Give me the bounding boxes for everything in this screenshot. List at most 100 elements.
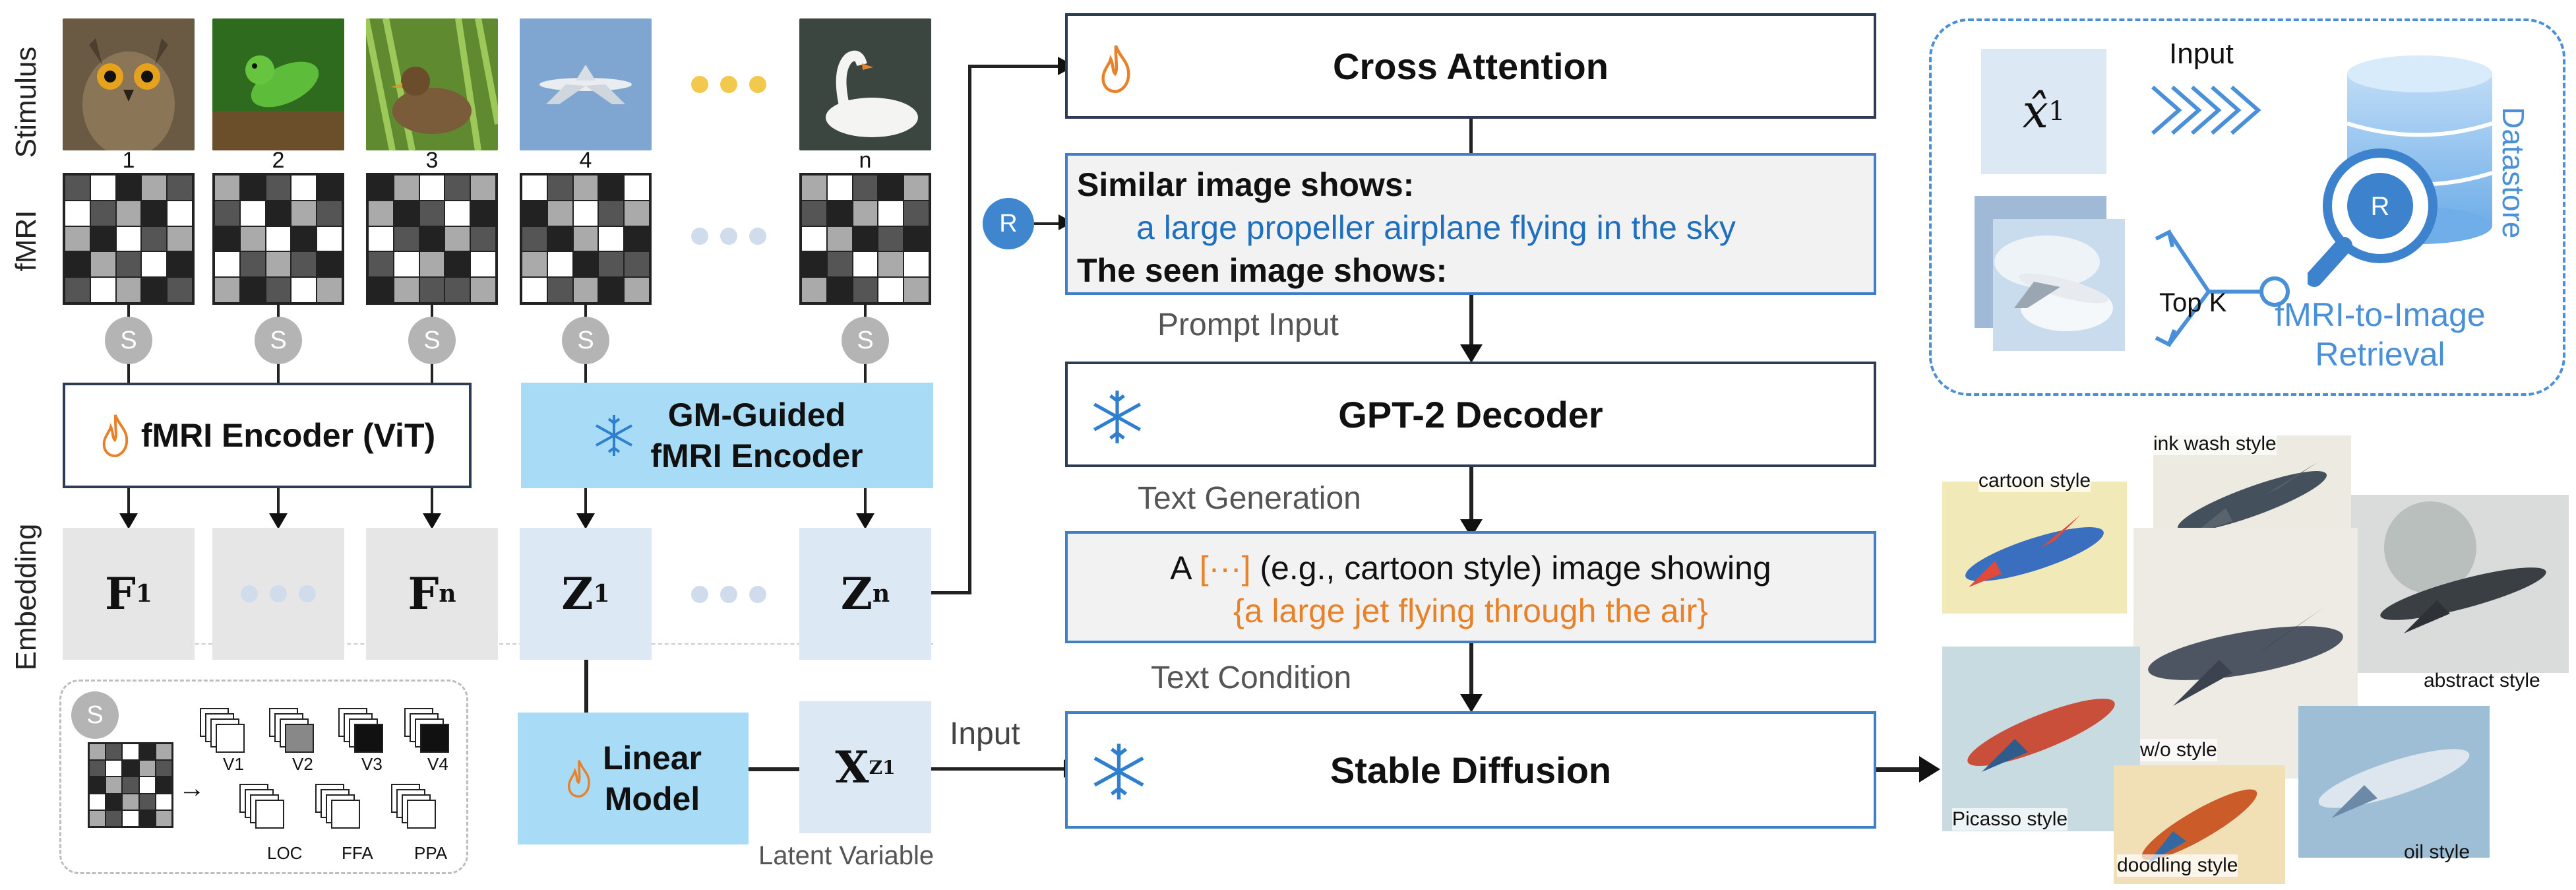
stimulus-number-4: 4 xyxy=(579,148,592,173)
roi-stack-ffa xyxy=(315,784,361,830)
roi-stack-loc xyxy=(239,784,286,830)
cross-attention-label: Cross Attention xyxy=(1333,45,1609,87)
latent-variable-label: Latent Variable xyxy=(758,841,935,870)
roi-label-ppa: PPA xyxy=(414,843,448,863)
s-selector-4: S xyxy=(562,317,609,364)
roi-label-loc: LOC xyxy=(267,843,303,863)
text-output-bracket: [···] xyxy=(1199,550,1251,587)
roi-stack-v3 xyxy=(338,708,384,754)
prompt-line-similar: Similar image shows: xyxy=(1077,166,1415,203)
linear-model-label-line2: Model xyxy=(604,780,700,817)
embedding-separator xyxy=(63,643,933,645)
stimulus-number-2: 2 xyxy=(272,148,285,173)
label-cartoon-style: cartoon style xyxy=(1978,470,2091,492)
gm-guided-encoder-box: GM-Guided fMRI Encoder xyxy=(521,383,933,488)
gm-encoder-label-line1: GM-Guided xyxy=(667,396,846,433)
stimulus-image-owl xyxy=(63,18,195,150)
fmri-ellipsis xyxy=(691,228,766,245)
text-output-caption: {a large jet flying through the air} xyxy=(1233,592,1708,629)
linear-model-label-line1: Linear xyxy=(602,739,702,777)
stable-diffusion-box: Stable Diffusion xyxy=(1065,711,1876,829)
gpt2-decoder-label: GPT-2 Decoder xyxy=(1338,393,1603,435)
label-abstract-style: abstract style xyxy=(2424,670,2540,691)
top-k-label: Top K xyxy=(2159,288,2227,317)
fmri-encoder-vit-box: fMRI Encoder (ViT) xyxy=(63,383,472,488)
output-collage: cartoon style ink wash style abstract st… xyxy=(1942,429,2569,884)
retrieval-title: fMRI-to-Image Retrieval xyxy=(2275,296,2486,373)
roi-stack-v1 xyxy=(200,708,246,754)
gm-encoder-label-line2: fMRI Encoder xyxy=(650,437,863,474)
stimulus-number-n: n xyxy=(859,148,872,173)
s-symbol: S xyxy=(71,691,119,739)
datastore-r-label: R xyxy=(2371,192,2390,221)
stimulus-number-3: 3 xyxy=(425,148,439,173)
fmri-grid-1 xyxy=(63,173,195,305)
output-picasso-style xyxy=(1942,647,2140,831)
label-without-style: w/o style xyxy=(2140,739,2217,761)
row-label-stimulus: Stimulus xyxy=(10,46,42,158)
roi-arrow-icon: → xyxy=(179,774,205,803)
row-label-fmri: fMRI xyxy=(10,210,42,272)
stimulus-ellipsis xyxy=(691,76,766,93)
roi-label-v3: V3 xyxy=(361,754,383,774)
stable-diffusion-label: Stable Diffusion xyxy=(1330,749,1612,791)
text-output-prefix: A xyxy=(1170,550,1200,587)
prompt-input-label: Prompt Input xyxy=(1157,307,1339,342)
s-selector-3: S xyxy=(408,317,456,364)
prompt-line-caption: a large propeller airplane flying in the… xyxy=(1136,209,1736,246)
text-output-box: A [···] (e.g., cartoon style) image show… xyxy=(1065,531,1876,643)
stimulus-image-swan xyxy=(799,18,931,150)
datastore-icon: R xyxy=(2306,54,2505,318)
prompt-box: Similar image shows: a large propeller a… xyxy=(1065,153,1876,295)
text-output-suffix: (e.g., cartoon style) image showing xyxy=(1250,550,1771,587)
label-picasso-style: Picasso style xyxy=(1952,808,2068,831)
output-oil-style xyxy=(2298,706,2490,858)
label-oil-style: oil style xyxy=(2404,841,2470,863)
embedding-f-ellipsis xyxy=(212,528,344,660)
flame-icon xyxy=(565,758,594,799)
snowflake-icon xyxy=(1088,740,1150,803)
s-selector-n: S xyxy=(842,317,889,364)
retrieval-input-label: Input xyxy=(2169,38,2234,70)
datastore-label: Datastore xyxy=(2496,107,2530,239)
chevron-arrows-icon xyxy=(2149,80,2288,140)
roi-selection-legend: S → V1 V2 V3 V4 LOC xyxy=(59,680,468,874)
fmri-to-image-retrieval-panel: x̂1 Input R Datastore Top K xyxy=(1929,18,2565,396)
flame-icon xyxy=(1097,42,1134,95)
stimulus-number-1: 1 xyxy=(122,148,135,173)
s-selector-2: S xyxy=(255,317,302,364)
roi-label-ffa: FFA xyxy=(342,843,373,863)
output-abstract-style xyxy=(2351,495,2569,673)
stimulus-image-duck xyxy=(366,18,498,150)
prompt-line-seen: The seen image shows: xyxy=(1077,252,1448,289)
r-retrieval-circle: R xyxy=(983,198,1034,249)
roi-stack-v2 xyxy=(269,708,315,754)
retrieved-images xyxy=(1975,196,2126,351)
row-label-embedding: Embedding xyxy=(10,523,42,671)
x-hat-query: x̂1 xyxy=(1981,49,2106,174)
linear-model-box: Linear Model xyxy=(518,713,749,844)
embedding-z-ellipsis xyxy=(691,586,766,603)
text-generation-label: Text Generation xyxy=(1138,481,1361,516)
gpt2-decoder-box: GPT-2 Decoder xyxy=(1065,362,1876,467)
roi-label-v1: V1 xyxy=(223,754,244,774)
snowflake-icon xyxy=(591,412,637,459)
label-doodling-style: doodling style xyxy=(2117,854,2238,877)
label-ink-wash-style: ink wash style xyxy=(2153,433,2277,455)
flame-icon xyxy=(99,412,132,459)
fmri-grid-4 xyxy=(520,173,652,305)
input-label: Input xyxy=(950,716,1020,751)
output-cartoon-style xyxy=(1942,482,2127,614)
cross-attention-box: Cross Attention xyxy=(1065,13,1876,119)
roi-stack-v4 xyxy=(404,708,450,754)
text-condition-label: Text Condition xyxy=(1151,660,1352,695)
fmri-grid-3 xyxy=(366,173,498,305)
roi-label-v2: V2 xyxy=(292,754,313,774)
roi-stack-ppa xyxy=(391,784,437,830)
fmri-grid-n xyxy=(799,173,931,305)
